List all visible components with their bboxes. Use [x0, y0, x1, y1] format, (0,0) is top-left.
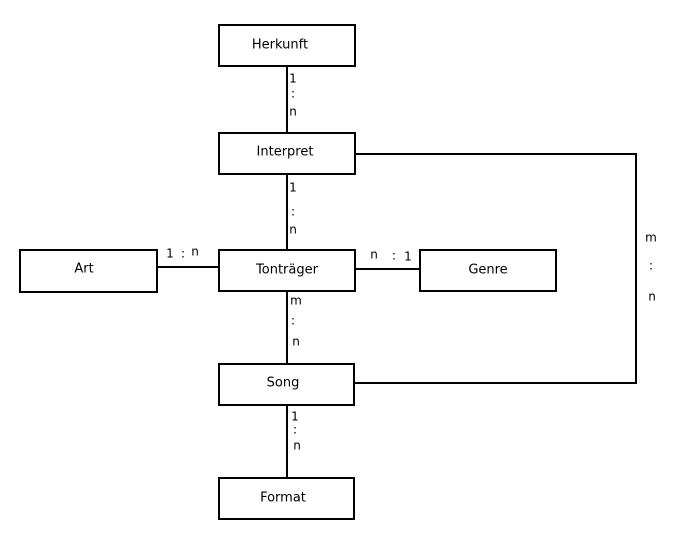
card-art-tontraeger-b: n — [191, 245, 199, 259]
card-song-format-b: n — [293, 439, 301, 453]
entity-tontraeger-label: Tonträger — [255, 263, 319, 278]
card-art-tontraeger-sep: : — [181, 247, 185, 261]
entity-interpret: Interpret — [218, 132, 356, 175]
entity-song: Song — [218, 363, 355, 406]
card-interpret-song-sep: : — [649, 259, 653, 273]
entity-art-label: Art — [74, 262, 93, 277]
card-herkunft-interpret-a: 1 — [289, 72, 297, 86]
card-tontraeger-genre-sep: : — [392, 249, 396, 263]
entity-format-label: Format — [260, 491, 306, 506]
card-song-format-a: 1 — [291, 410, 299, 424]
entity-song-label: Song — [267, 376, 300, 391]
entity-genre: Genre — [419, 249, 557, 292]
card-song-format-sep: : — [293, 423, 297, 437]
card-art-tontraeger-a: 1 — [166, 247, 174, 261]
card-tontraeger-genre-b: 1 — [404, 250, 412, 264]
card-interpret-tontraeger-a: 1 — [289, 181, 297, 195]
card-interpret-tontraeger-b: n — [289, 223, 297, 237]
card-tontraeger-genre-a: n — [370, 248, 378, 262]
card-interpret-tontraeger-sep: : — [291, 205, 295, 219]
entity-format: Format — [218, 477, 355, 520]
card-tontraeger-song-sep: : — [291, 314, 295, 328]
entity-genre-label: Genre — [468, 263, 507, 278]
line-interpret-song — [355, 153, 637, 384]
card-interpret-song-a: m — [645, 231, 657, 245]
entity-herkunft: Herkunft — [218, 24, 356, 67]
card-herkunft-interpret-b: n — [289, 105, 297, 119]
entity-tontraeger: Tonträger — [218, 249, 356, 292]
entity-herkunft-label: Herkunft — [252, 38, 308, 53]
card-interpret-song-b: n — [648, 290, 656, 304]
card-tontraeger-song-a: m — [290, 294, 302, 308]
card-tontraeger-song-b: n — [292, 335, 300, 349]
entity-interpret-label: Interpret — [257, 145, 314, 160]
entity-art: Art — [19, 249, 158, 293]
card-herkunft-interpret-sep: : — [291, 87, 295, 101]
